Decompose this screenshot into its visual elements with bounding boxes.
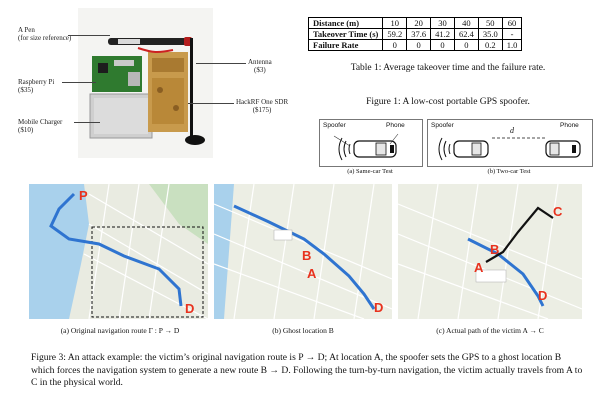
pi-label: Raspberry Pi ($35): [18, 78, 54, 94]
table-cell: 37.6: [406, 28, 432, 40]
table-cell: 20: [406, 17, 432, 29]
phone-label: Phone: [560, 122, 579, 129]
table-cell: 0: [382, 39, 408, 51]
map-c-pin-a: A: [474, 260, 484, 275]
map-c-pin-c: C: [553, 204, 563, 219]
table-cell: 0: [453, 39, 479, 51]
hackrf-leader-line: [188, 103, 234, 104]
table-cell: 60: [501, 17, 523, 29]
pi-label-price: ($35): [18, 86, 34, 94]
map-b-caption: (b) Ghost location B: [272, 326, 334, 335]
spoofer-hardware-illustration: [78, 8, 213, 158]
antenna-leader-line: [196, 63, 246, 64]
map-a-pin-p: P: [79, 188, 88, 203]
table-cell: 41.2: [430, 28, 455, 40]
two-car-test-diagram: Spoofer Phone d: [427, 119, 593, 167]
hackrf-label-price: ($175): [252, 106, 272, 114]
table-cell: 0.2: [477, 39, 503, 51]
table-cell: 0: [430, 39, 455, 51]
map-a-caption: (a) Original navigation route Γ : P → D: [60, 326, 180, 335]
figure-3-caption: Figure 3: An attack example: the victim’…: [31, 352, 583, 388]
table-row-takeover: Takeover Time (s) 59.2 37.6 41.2 62.4 35…: [307, 28, 523, 40]
spoofer-label: Spoofer: [431, 122, 454, 129]
table-cell: 50: [477, 17, 503, 29]
antenna-label-text: Antenna: [248, 58, 272, 66]
charger-label: Mobile Charger ($10): [18, 118, 62, 134]
table-cell: 1.0: [501, 39, 523, 51]
same-car-test-caption: (a) Same-car Test: [347, 168, 393, 175]
phone-label: Phone: [386, 122, 405, 129]
charger-label-price: ($10): [18, 126, 34, 134]
map-actual-path: C B A D: [398, 184, 582, 319]
table-row-header: Takeover Time (s): [307, 28, 384, 40]
table-cell: 59.2: [382, 28, 408, 40]
map-c-pin-d: D: [538, 288, 548, 303]
spoofer-photo: [78, 8, 213, 158]
map-original-route: P D: [29, 184, 208, 319]
pi-leader-line: [62, 82, 96, 83]
antenna-label-price: ($3): [254, 66, 266, 74]
same-car-test-diagram: Spoofer Phone: [319, 119, 423, 167]
table-cell: 0: [406, 39, 432, 51]
table-cell: 35.0: [477, 28, 503, 40]
two-car-test-caption: (b) Two-car Test: [487, 168, 531, 175]
spoofer-label: Spoofer: [323, 122, 346, 129]
charger-leader-line: [74, 122, 100, 123]
map-ghost-location: B A D: [214, 184, 392, 319]
table-1-caption: Table 1: Average takeover time and the f…: [350, 63, 546, 73]
map-a-pin-d: D: [185, 301, 195, 316]
hackrf-label-text: HackRF One SDR: [236, 98, 289, 106]
map-b-pin-b: B: [302, 248, 312, 263]
table-row-header: Distance (m): [307, 17, 384, 29]
distance-label: d: [510, 126, 514, 135]
pen-label-text: A Pen: [18, 26, 35, 34]
figure-1-caption: Figure 1: A low-cost portable GPS spoofe…: [366, 97, 530, 107]
table-row-header: Failure Rate: [307, 39, 384, 51]
table-cell: 40: [453, 17, 479, 29]
map-c-caption: (c) Actual path of the victim A → C: [436, 326, 544, 335]
map-b-pin-a: A: [307, 266, 317, 281]
map-c-pin-b: B: [490, 242, 500, 257]
two-car-illustration: [438, 137, 581, 161]
map-b-pin-d: D: [374, 300, 384, 315]
pen-label: A Pen (for size reference): [18, 26, 71, 42]
table-cell: -: [501, 28, 523, 40]
map-b-illustration: [214, 184, 392, 319]
pen-leader-line: [68, 35, 110, 36]
map-a-illustration: [29, 184, 208, 319]
same-car-illustration: [333, 133, 399, 161]
hackrf-label: HackRF One SDR ($175): [236, 98, 288, 114]
table-cell: 10: [382, 17, 408, 29]
table-cell: 30: [430, 17, 455, 29]
pen-label-sub: (for size reference): [18, 34, 72, 42]
table-cell: 62.4: [453, 28, 479, 40]
charger-label-text: Mobile Charger: [18, 118, 63, 126]
table-row-failure: Failure Rate 0 0 0 0 0.2 1.0: [307, 39, 523, 51]
table-1: Distance (m) 10 20 30 40 50 60 Takeover …: [307, 17, 523, 51]
antenna-label: Antenna ($3): [248, 58, 272, 74]
table-row-distance: Distance (m) 10 20 30 40 50 60: [307, 17, 523, 29]
map-c-illustration: [398, 184, 582, 319]
pi-label-text: Raspberry Pi: [18, 78, 55, 86]
